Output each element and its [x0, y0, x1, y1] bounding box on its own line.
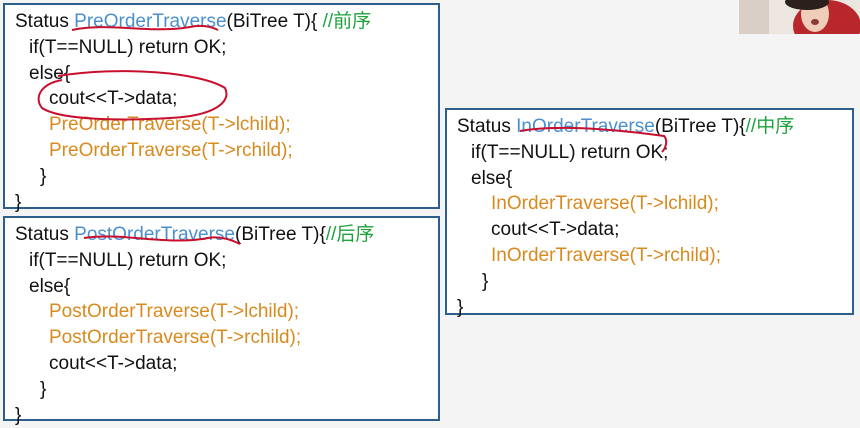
- inner-close-brace: }: [40, 165, 47, 187]
- null-check-line: if(T==NULL) return OK;: [29, 36, 227, 58]
- parameters: (BiTree T){: [654, 116, 746, 137]
- return-type: Status: [15, 224, 75, 245]
- recursive-right-call: InOrderTraverse(T->rchild);: [491, 244, 721, 266]
- presenter-face-image: [739, 0, 860, 34]
- visit-line: cout<<T->data;: [49, 352, 178, 374]
- outer-close-brace: }: [457, 296, 464, 318]
- recursive-right-call: PreOrderTraverse(T->rchild);: [49, 139, 293, 161]
- else-line: else{: [29, 275, 71, 297]
- inorder-signature: Status InOrderTraverse(BiTree T){//中序: [457, 114, 852, 140]
- inorder-code-box: Status InOrderTraverse(BiTree T){//中序 if…: [445, 108, 854, 318]
- return-type: Status: [457, 116, 517, 137]
- else-line: else{: [471, 167, 513, 189]
- function-name: PostOrderTraverse: [74, 224, 235, 245]
- inner-close-brace: }: [482, 270, 489, 292]
- preorder-code-box: Status PreOrderTraverse(BiTree T){ //前序 …: [3, 3, 440, 213]
- null-check-line: if(T==NULL) return OK;: [29, 249, 227, 271]
- code-comment: //前序: [322, 11, 372, 32]
- visit-line: cout<<T->data;: [491, 219, 620, 241]
- postorder-code-box: Status PostOrderTraverse(BiTree T){//后序 …: [3, 216, 440, 426]
- code-comment: //中序: [745, 116, 795, 137]
- function-name: PreOrderTraverse: [74, 11, 227, 32]
- parameters: (BiTree T){: [235, 224, 326, 245]
- recursive-left-call: PreOrderTraverse(T->lchild);: [49, 114, 291, 136]
- outer-close-brace: }: [15, 191, 22, 213]
- presenter-webcam-thumbnail: [739, 0, 860, 34]
- recursive-left-call: InOrderTraverse(T->lchild);: [491, 193, 719, 215]
- return-type: Status: [15, 11, 75, 32]
- code-comment: //后序: [325, 224, 375, 245]
- preorder-signature: Status PreOrderTraverse(BiTree T){ //前序: [15, 9, 438, 35]
- recursive-right-call: PostOrderTraverse(T->rchild);: [49, 327, 302, 349]
- else-line: else{: [29, 62, 71, 84]
- function-name: InOrderTraverse: [516, 116, 655, 137]
- parameters: (BiTree T){: [226, 11, 323, 32]
- visit-line: cout<<T->data;: [49, 88, 178, 110]
- recursive-left-call: PostOrderTraverse(T->lchild);: [49, 301, 300, 323]
- null-check-line: if(T==NULL) return OK;: [471, 141, 669, 163]
- postorder-signature: Status PostOrderTraverse(BiTree T){//后序: [15, 222, 438, 248]
- inner-close-brace: }: [40, 378, 47, 400]
- outer-close-brace: }: [15, 404, 22, 426]
